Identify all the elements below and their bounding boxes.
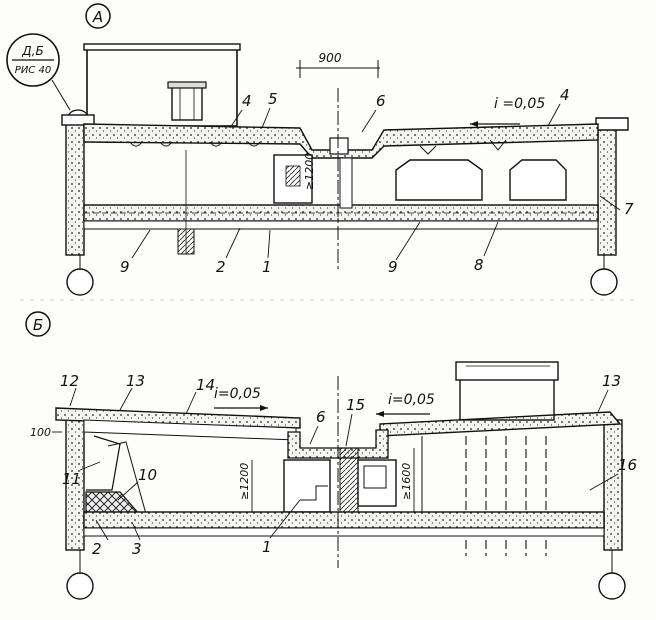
penthouse — [86, 47, 238, 127]
section-b: Б — [25, 311, 637, 600]
reference-circle — [6, 33, 60, 87]
callout-3-a: 9 — [120, 258, 130, 276]
callout-3-b: 3 — [132, 540, 142, 558]
slope-a: i =0,05 — [494, 96, 545, 112]
penthouse-b — [459, 377, 555, 421]
vent-shaft — [171, 85, 203, 121]
section-a-mark-circle — [85, 3, 111, 29]
floor-underlayer — [83, 220, 599, 230]
callout-6-a: 6 — [376, 92, 386, 110]
callout-11-b: 11 — [62, 470, 81, 488]
height-mark-b-right: ≥1600 — [400, 463, 413, 500]
section-b-mark-circle — [25, 311, 51, 337]
right-wall — [597, 124, 617, 256]
roof-right-b — [379, 411, 622, 437]
slope-b-left: i=0,05 — [214, 386, 261, 402]
dim-100: 100 — [30, 426, 51, 439]
floor-underlayer-b — [83, 527, 605, 537]
fill-slope-b — [86, 435, 121, 491]
pile-right-a — [590, 268, 618, 296]
callout-4-a: 4 — [242, 92, 252, 110]
callout-7-a: 7 — [624, 200, 634, 218]
gutter-b — [287, 429, 389, 459]
reference-top: Д,Б — [21, 44, 43, 58]
pile-right-b — [598, 572, 626, 600]
callout-16-b: 16 — [618, 456, 637, 474]
pile-left-a — [66, 268, 94, 296]
opening-2 — [509, 159, 567, 201]
callout-1-a: 1 — [262, 258, 272, 276]
right-wall-b — [603, 419, 623, 551]
shafts-b — [465, 436, 547, 556]
callout-12-b: 12 — [60, 372, 79, 390]
left-wall — [65, 119, 85, 256]
height-mark-b-left: ≥1200 — [238, 463, 251, 500]
height-mark-a: ≥1200 — [303, 153, 316, 190]
callout-1-b: 1 — [262, 538, 272, 556]
reference-bottom: РИС 40 — [15, 65, 51, 76]
penthouse-b-cap — [455, 361, 559, 381]
callout-14-b: 14 — [196, 376, 215, 394]
callout-15-b: 15 — [346, 396, 365, 414]
callout-10-b: 10 — [138, 466, 157, 484]
section-b-mark: Б — [33, 316, 43, 334]
right-parapet — [595, 117, 629, 131]
callout-6-b: 6 — [316, 408, 326, 426]
callout-13b-b: 13 — [602, 372, 621, 390]
callout-4b-a: 4 — [560, 86, 570, 104]
drain-pipe-b — [339, 447, 359, 519]
reference-leader — [51, 79, 71, 111]
callout-9-a: 9 — [388, 258, 398, 276]
callout-8-a: 8 — [474, 256, 484, 274]
floor-slab-b — [83, 511, 605, 529]
section-a-mark: А — [92, 8, 103, 26]
callout-2-a: 2 — [216, 258, 226, 276]
vent-cap — [167, 81, 207, 89]
slope-b-right: i=0,05 — [388, 392, 435, 408]
callout-2-b: 2 — [92, 540, 102, 558]
left-parapet — [61, 114, 95, 126]
callout-5-a: 5 — [268, 90, 278, 108]
section-a: А Д,Б РИС 40 — [6, 3, 634, 296]
roof-slab — [83, 123, 599, 159]
penthouse-cap — [83, 43, 241, 51]
dimension-900: 900 — [319, 51, 342, 65]
callout-13-b: 13 — [126, 372, 145, 390]
opening-1 — [395, 159, 483, 201]
roof-left-b — [55, 407, 301, 429]
pile-left-b — [66, 572, 94, 600]
